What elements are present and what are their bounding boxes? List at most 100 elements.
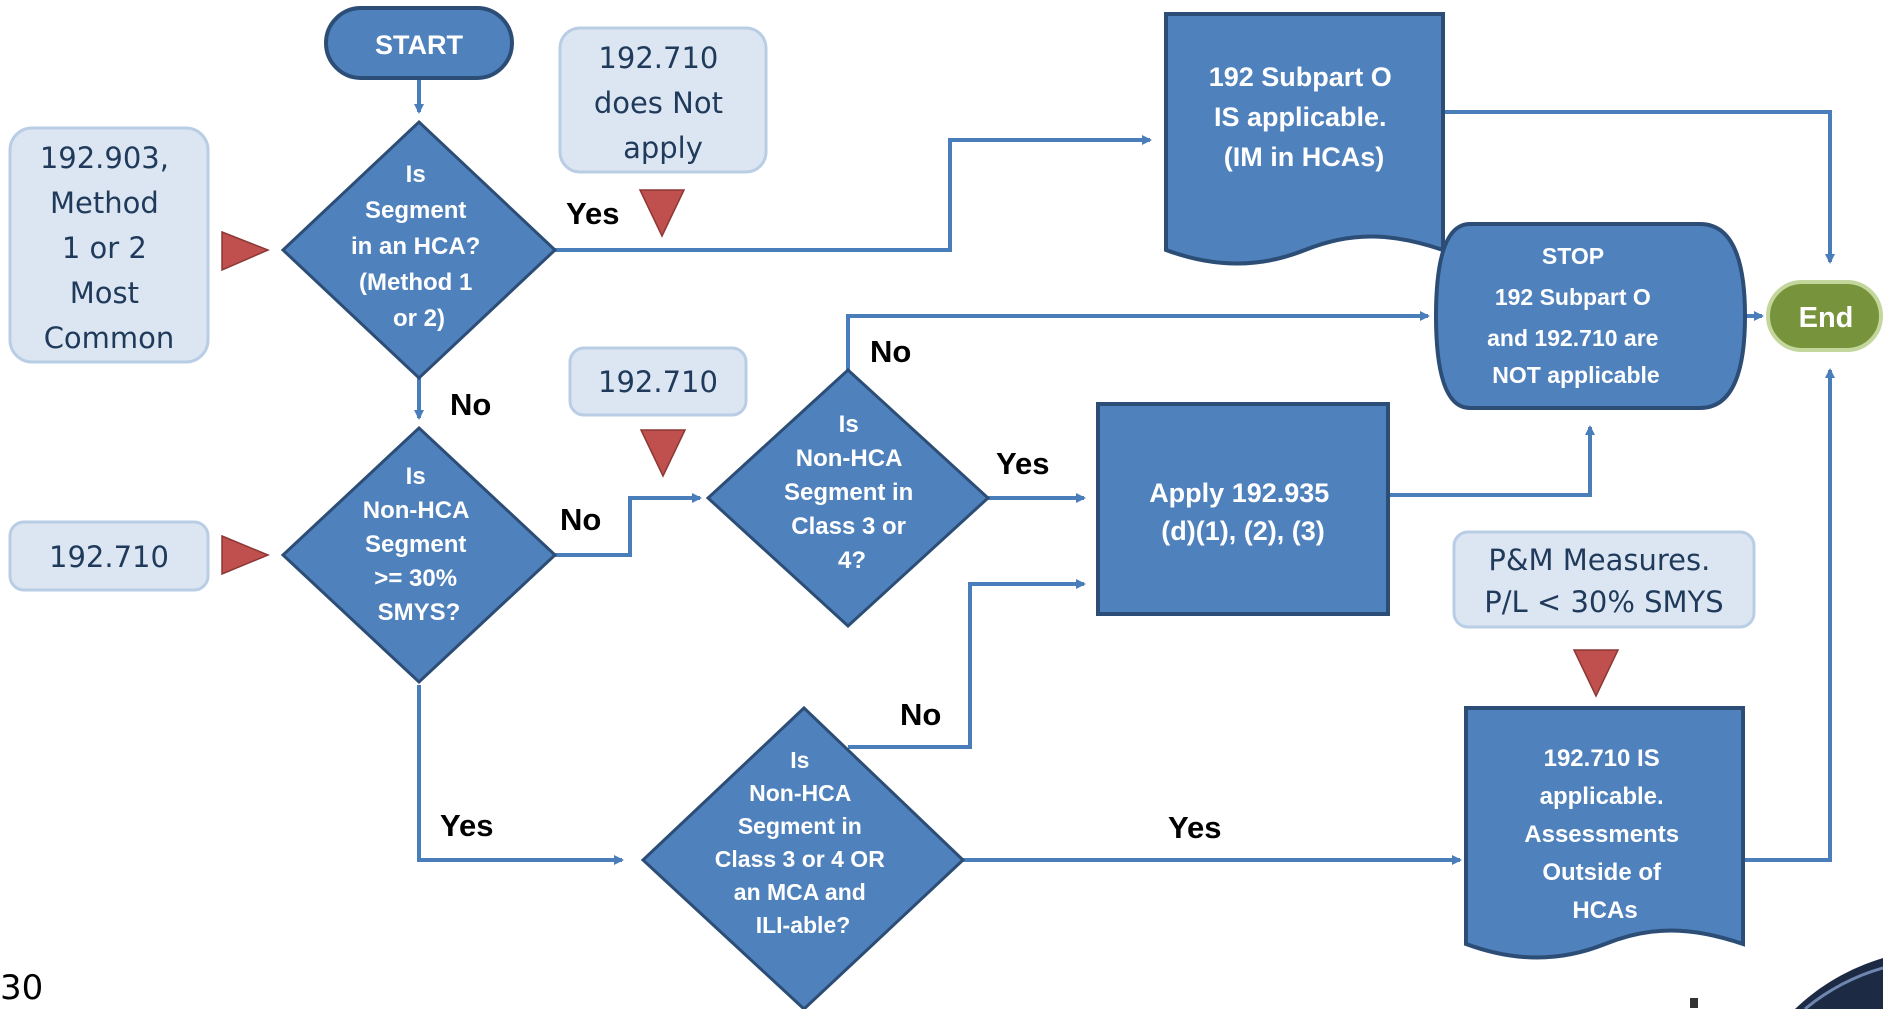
decision-smys: Is Non-HCA Segment >= 30% SMYS? (280, 425, 558, 685)
svg-text:192.903, Method 1: 192.903, Method 1 or 2 Most Common (40, 141, 178, 355)
hca-line-1: Is (406, 161, 426, 188)
decision-hca: Is Segment in an HCA? (Method 1 or 2) (280, 119, 558, 381)
label-class-yes: Yes (996, 446, 1049, 481)
decision-mca: Is Non-HCA Segment in Class 3 or 4 OR an… (640, 705, 966, 1009)
svg-text:Is Non-HCA Segment: Is Non-HCA Segment in Class 3 or 4 OR an… (715, 747, 891, 938)
mca-line-1: Is (790, 747, 809, 773)
stop-line-4: NOT applicable (1492, 362, 1659, 388)
smys-line-2: Non-HCA (363, 497, 469, 524)
start-node: START (324, 6, 514, 80)
method-line-3: 1 or 2 (62, 231, 147, 265)
label-smys-no: No (560, 502, 601, 537)
applicable-line-2: applicable. (1540, 783, 1664, 810)
class-line-2: Non-HCA (796, 445, 902, 472)
svg-text:P&M Measures. P/L < 30%: P&M Measures. P/L < 30% SMYS (1484, 543, 1723, 619)
pointer-triangles (221, 189, 1620, 698)
mca-line-2: Non-HCA (749, 780, 851, 806)
end-label: End (1799, 302, 1854, 334)
connector-applicable-to-end (1743, 368, 1835, 862)
applicable-line-4: Outside of (1542, 859, 1662, 886)
pm-line-1: P&M Measures. (1488, 543, 1710, 577)
edge-labels: Yes No No Yes No Yes No Yes (440, 196, 1221, 845)
smys-line-4: >= 30% (374, 565, 457, 592)
apply-line-2: (d)(1), (2), (3) (1161, 516, 1324, 546)
connectors (414, 80, 1835, 865)
end-node: End (1766, 280, 1883, 352)
not-apply-line-2: does Not (594, 86, 723, 120)
label-mca-yes: Yes (1168, 810, 1221, 845)
callout-710-mid: 192.710 (568, 346, 748, 417)
stop-line-1: STOP (1542, 243, 1604, 269)
stop-node: STOP 192 Subpart O and 192.710 are NOT a… (1433, 222, 1748, 410)
connector-hca-yes (555, 135, 1152, 252)
svg-text:Apply 192.935 (d)(1), (2: Apply 192.935 (d)(1), (2), (3) (1149, 478, 1337, 546)
hca-line-4: (Method 1 (359, 269, 472, 296)
not-apply-line-3: apply (623, 131, 703, 165)
subpart-line-2: IS applicable. (1214, 102, 1387, 132)
method-line-2: Method (50, 186, 159, 220)
triangle-not-apply-icon (638, 189, 686, 238)
smys-line-3: Segment (365, 531, 466, 558)
pm-line-2: P/L < 30% SMYS (1484, 585, 1723, 619)
start-label: START (375, 30, 463, 60)
connector-apply-to-stop (1388, 425, 1595, 497)
stop-line-3: and 192.710 are (1487, 325, 1658, 351)
label-hca-yes: Yes (566, 196, 619, 231)
connector-subpart-to-end (1443, 110, 1835, 264)
mca-line-4: Class 3 or 4 OR (715, 846, 885, 872)
hca-line-3: in an HCA? (351, 233, 480, 260)
page-number: 30 (0, 968, 44, 1008)
svg-text:192.710 IS applicable.: 192.710 IS applicable. Assessments Outsi… (1524, 745, 1685, 924)
class-line-3: Segment in (784, 479, 913, 506)
mca-line-6: ILI-able? (756, 912, 851, 938)
triangle-pm-icon (1572, 649, 1620, 698)
svg-text:192 Subpart O IS applica: 192 Subpart O IS applicable. (IM in HCAs… (1209, 62, 1400, 172)
svg-text:Is Non-HCA Segment: Is Non-HCA Segment >= 30% SMYS? (363, 463, 475, 626)
label-class-no: No (870, 334, 911, 369)
svg-text:Is Non-HCA Segment: Is Non-HCA Segment in Class 3 or 4? (784, 411, 920, 574)
callout-710-left: 192.710 (8, 520, 210, 592)
class-line-5: 4? (838, 547, 866, 574)
callout-method: 192.903, Method 1 or 2 Most Common (8, 126, 210, 364)
triangle-710-left-icon (221, 534, 270, 576)
ref-710-left-text: 192.710 (49, 540, 169, 574)
document-710-applicable: 192.710 IS applicable. Assessments Outsi… (1464, 706, 1745, 960)
smys-line-5: SMYS? (378, 599, 461, 626)
applicable-line-3: Assessments (1524, 821, 1679, 848)
class-line-1: Is (839, 411, 859, 438)
svg-text:STOP 192 Subpart O: STOP 192 Subpart O and 192.710 are NOT a… (1487, 243, 1665, 388)
triangle-710-mid-icon (639, 429, 687, 478)
document-subpart-o: 192 Subpart O IS applicable. (IM in HCAs… (1164, 12, 1445, 266)
mca-line-5: an MCA and (734, 879, 866, 905)
connector-mca-no (848, 579, 1086, 749)
method-line-5: Common (44, 321, 175, 355)
svg-text:192.710 does Not a: 192.710 does Not apply (594, 41, 732, 165)
callout-pm: P&M Measures. P/L < 30% SMYS (1452, 530, 1756, 629)
decision-class: Is Non-HCA Segment in Class 3 or 4? (705, 367, 991, 629)
apply-line-1: Apply 192.935 (1149, 478, 1329, 508)
label-smys-yes: Yes (440, 808, 493, 843)
not-apply-line-1: 192.710 (598, 41, 718, 75)
ref-710-mid-text: 192.710 (598, 365, 718, 399)
triangle-method-icon (221, 230, 270, 272)
applicable-line-5: HCAs (1572, 897, 1637, 924)
class-line-4: Class 3 or (791, 513, 906, 540)
svg-text:Is Segment in an H: Is Segment in an HCA? (Method 1 or 2) (351, 161, 487, 332)
method-line-4: Most (70, 276, 139, 310)
connector-class-no (846, 311, 1430, 370)
subpart-line-3: (IM in HCAs) (1224, 142, 1384, 172)
mca-line-3: Segment in (738, 813, 862, 839)
subpart-line-1: 192 Subpart O (1209, 62, 1392, 92)
smys-line-1: Is (406, 463, 426, 490)
connector-smys-yes (417, 685, 624, 865)
process-apply-935: Apply 192.935 (d)(1), (2), (3) (1096, 402, 1390, 616)
label-mca-no: No (900, 697, 941, 732)
stop-line-2: 192 Subpart O (1495, 284, 1651, 310)
hca-line-2: Segment (365, 197, 466, 224)
hca-line-5: or 2) (393, 305, 445, 332)
connector-smys-no (555, 493, 702, 557)
applicable-line-1: 192.710 IS (1544, 745, 1660, 772)
label-hca-no: No (450, 387, 491, 422)
corner-decoration (1690, 958, 1883, 1009)
